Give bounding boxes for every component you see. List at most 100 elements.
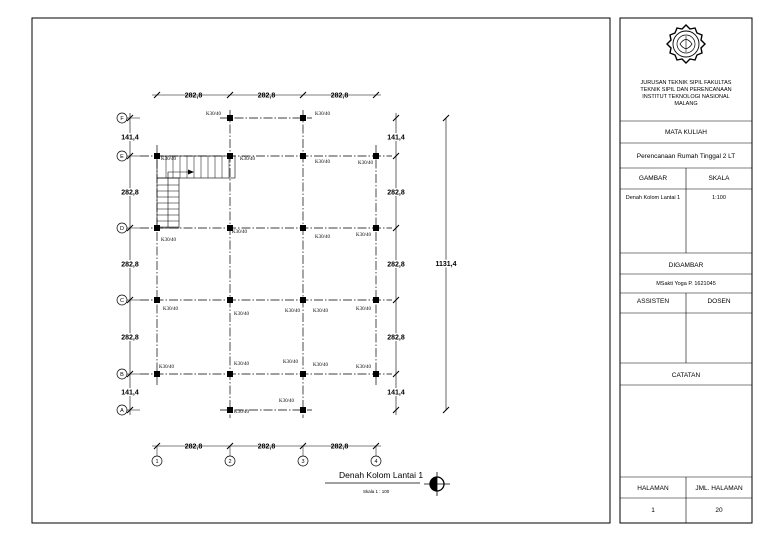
dimension-label-y: 141,4	[387, 135, 405, 142]
column-2D	[227, 225, 233, 231]
column-3B	[300, 371, 306, 377]
dimension-tick	[442, 406, 450, 414]
grid-lines	[140, 110, 392, 418]
dimension-label-x: 282,8	[185, 444, 203, 451]
axis-label-3: 3	[301, 459, 304, 465]
column-4C	[373, 297, 379, 303]
column-3F	[300, 115, 306, 121]
column-3A	[300, 407, 306, 413]
axis-bubble-C	[116, 294, 128, 306]
dimension-label-total: 1131,4	[435, 261, 456, 268]
dimension-tick	[299, 91, 307, 99]
dimension-label-y: 282,8	[121, 262, 139, 269]
axis-bubble-4	[370, 455, 382, 467]
column-1E	[154, 153, 160, 159]
column-label: K30/40	[356, 365, 372, 370]
column-1B	[154, 371, 160, 377]
dimension-label-x: 282,8	[331, 93, 349, 100]
gambar-label: GAMBAR	[639, 175, 667, 182]
dimension-label-x: 282,8	[331, 444, 349, 451]
institution-line-1: JURUSAN TEKNIK SIPIL FAKULTAS	[641, 80, 732, 86]
dimension-label-y: 282,8	[387, 335, 405, 342]
stair-arrow-icon	[188, 169, 194, 175]
skala-value: 1:100	[712, 195, 726, 201]
column-label: K30/40	[159, 365, 175, 370]
axis-bubble-3	[297, 455, 309, 467]
axis-bubble-D	[116, 222, 128, 234]
stair-flight-top	[156, 155, 236, 179]
dimension-tick	[392, 406, 400, 414]
stair	[156, 155, 236, 229]
column-label: K30/40	[315, 160, 331, 165]
axis-bubble-B	[116, 368, 128, 380]
column-1D	[154, 225, 160, 231]
column-label: K30/40	[358, 161, 374, 166]
column-label: K30/40	[161, 157, 177, 162]
dimension-label-x: 282,8	[258, 93, 276, 100]
column-label: K30/40	[315, 112, 331, 117]
dimension-label-y: 282,8	[387, 262, 405, 269]
dimension-tick	[392, 370, 400, 378]
title-block: JURUSAN TEKNIK SIPIL FAKULTAS TEKNIK SIP…	[620, 24, 752, 523]
column-label: K30/40	[356, 307, 372, 312]
column-2E	[227, 153, 233, 159]
axis-bubble-1	[151, 455, 163, 467]
column-label: K30/40	[240, 157, 256, 162]
axis-bubble-A	[116, 404, 128, 416]
digambar-label: DIGAMBAR	[669, 262, 704, 269]
column-label: K30/40	[163, 307, 179, 312]
axis-label-1: 1	[155, 459, 158, 465]
drawing-scale-note: Skala 1 : 100	[363, 489, 390, 494]
column-label: K30/40	[356, 233, 372, 238]
skala-label: SKALA	[709, 175, 731, 182]
axis-label-B: B	[120, 372, 124, 378]
axis-label-F: F	[120, 116, 124, 122]
column-2B	[227, 371, 233, 377]
axis-label-A: A	[120, 408, 124, 414]
dimension-label-y: 282,8	[121, 335, 139, 342]
drawing-title: Denah Kolom Lantai 1	[339, 470, 423, 480]
column-label: K30/40	[313, 363, 329, 368]
jml-halaman-label: JML. HALAMAN	[695, 485, 743, 492]
column-label: K30/40	[232, 230, 248, 235]
axis-label-2: 2	[228, 459, 231, 465]
column-3D	[300, 225, 306, 231]
column-2C	[227, 297, 233, 303]
dimension-tick	[153, 91, 161, 99]
stair-walk-line	[167, 171, 190, 228]
gambar-value: Denah Kolom Lantai 1	[626, 195, 680, 201]
column-3E	[300, 153, 306, 159]
column-4E	[373, 153, 379, 159]
dimension-label-x: 282,8	[258, 444, 276, 451]
dimension-tick	[442, 114, 450, 122]
column-3C	[300, 297, 306, 303]
axis-label-C: C	[120, 298, 124, 304]
dimension-tick	[392, 114, 400, 122]
mata-kuliah-label: MATA KULIAH	[665, 129, 707, 136]
column-2F	[227, 115, 233, 121]
jml-halaman-value: 20	[715, 507, 723, 514]
axis-bubble-2	[224, 455, 236, 467]
column-2A	[227, 407, 233, 413]
axis-bubble-F	[116, 112, 128, 124]
column-label: K30/40	[206, 112, 222, 117]
column-label: K30/40	[315, 235, 331, 240]
column-label: K30/40	[285, 309, 301, 314]
dosen-label: DOSEN	[707, 298, 730, 305]
column-label: K30/40	[283, 360, 299, 365]
north-arrow-icon	[424, 472, 450, 496]
column-label: K30/40	[234, 410, 250, 415]
dimension-label-x: 282,8	[185, 93, 203, 100]
axis-label-4: 4	[374, 459, 377, 465]
column-4B	[373, 371, 379, 377]
dimension-tick	[392, 152, 400, 160]
logo-seal-icon	[666, 24, 706, 64]
drawing-frame	[31, 17, 611, 524]
axis-label-E: E	[120, 154, 124, 160]
column-4D	[373, 225, 379, 231]
dimension-label-y: 282,8	[387, 190, 405, 197]
assisten-label: ASSISTEN	[637, 298, 669, 305]
